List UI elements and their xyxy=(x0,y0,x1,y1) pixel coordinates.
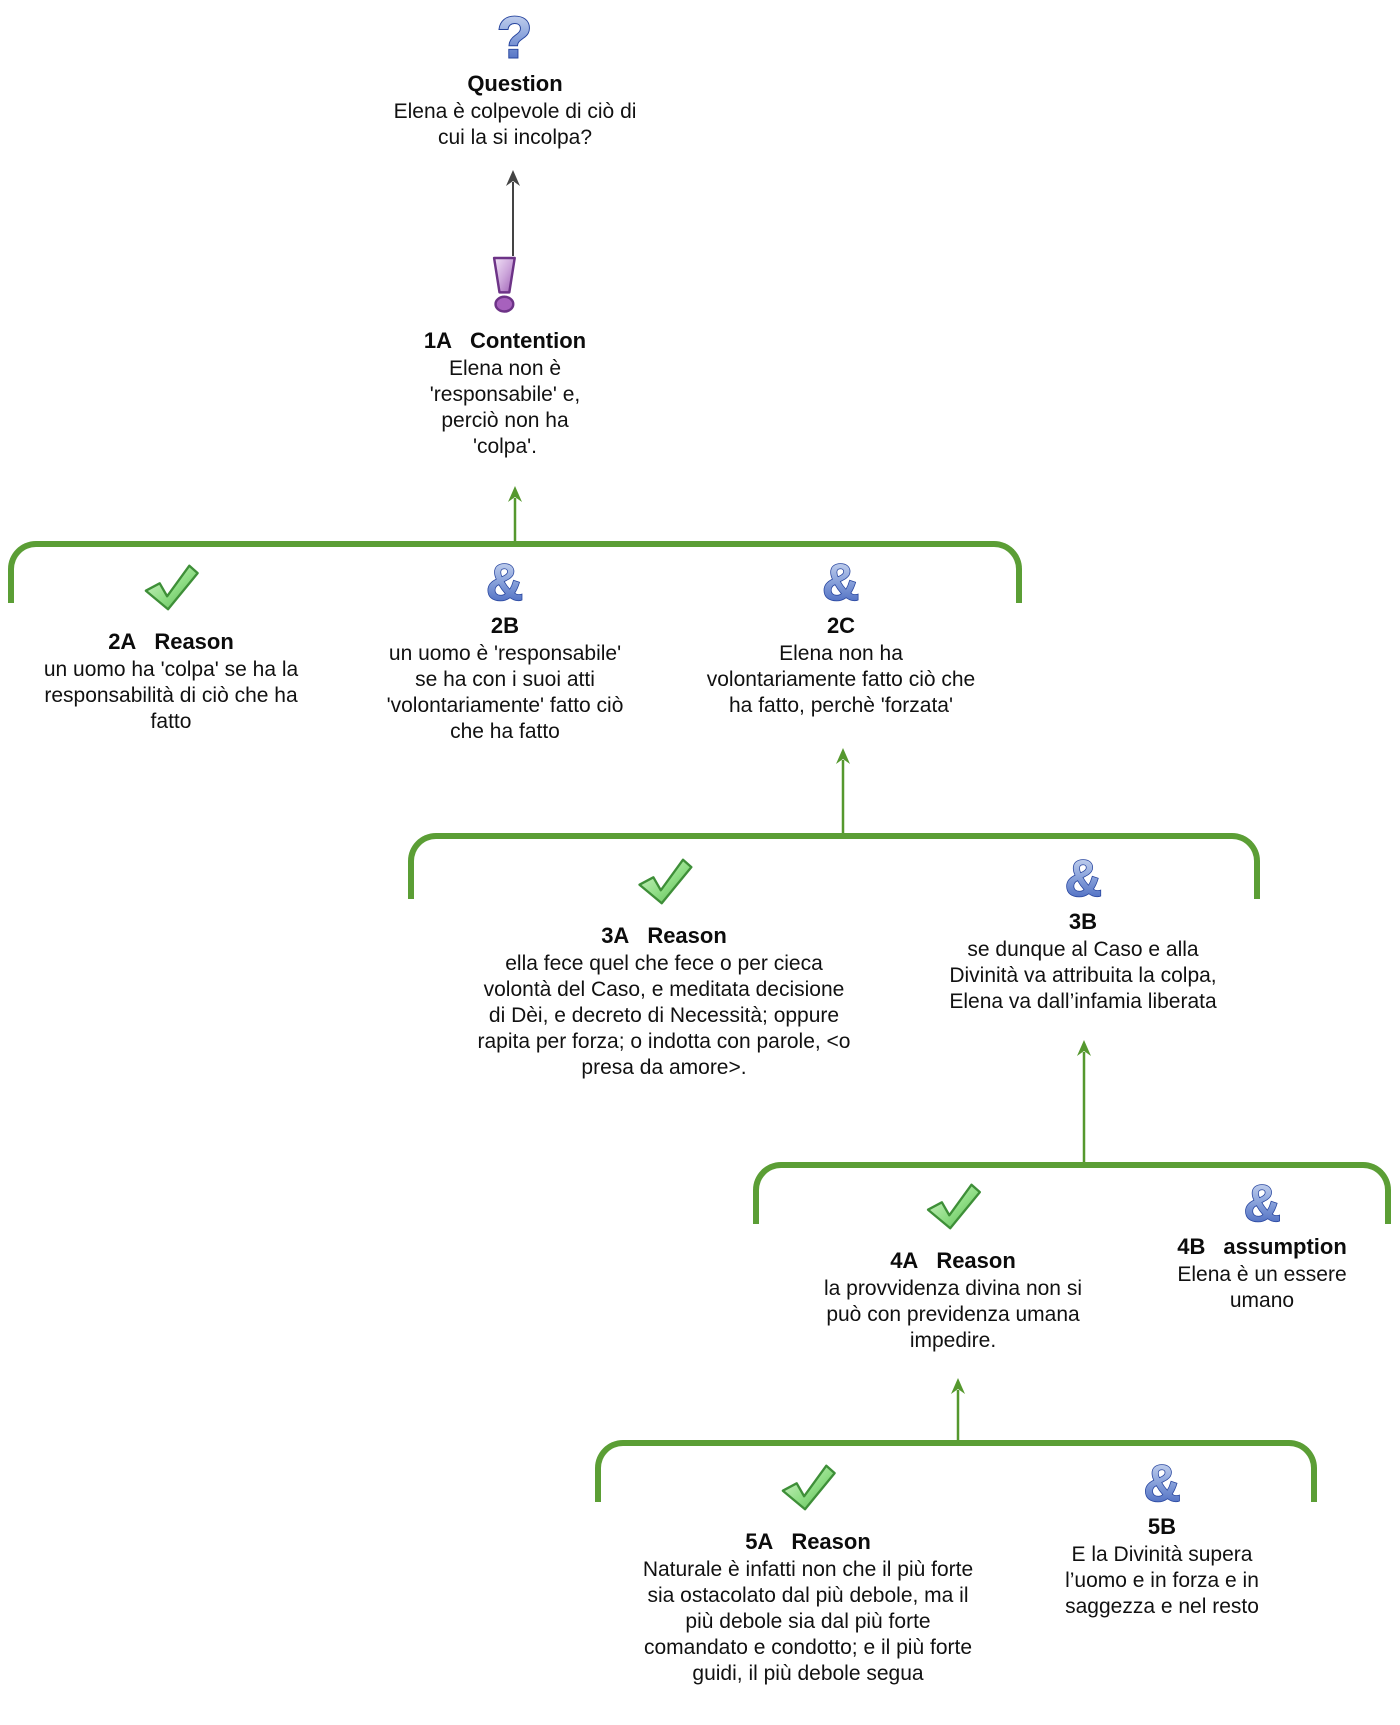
node-heading: 3B xyxy=(1069,908,1097,935)
exclamation-icon xyxy=(482,256,528,313)
node-text: Naturale è infatti non che il più forte … xyxy=(642,1558,974,1685)
arrow-tier3-to-2c xyxy=(836,748,850,833)
node-heading: 2A Reason xyxy=(108,628,234,655)
check-icon xyxy=(139,562,203,612)
node-heading: 4B assumption xyxy=(1177,1233,1347,1260)
node-heading: 3A Reason xyxy=(601,922,727,949)
node-text: un uomo ha 'colpa' se ha la responsabili… xyxy=(43,658,299,733)
node-type-label: Contention xyxy=(470,328,587,353)
node-reason-3a[interactable]: 3A Reason ella fece quel che fece o per c… xyxy=(478,856,851,1081)
ampersand-icon: & xyxy=(818,552,864,612)
node-text: la provvidenza divina non si può con pre… xyxy=(824,1277,1082,1352)
node-premise-3b[interactable]: & 3B se dunque al Caso e alla Divinità v… xyxy=(949,848,1217,1015)
svg-text:&: & xyxy=(1243,1183,1280,1225)
grouping-bracket-tier2 xyxy=(8,541,1022,603)
svg-text:&: & xyxy=(822,562,859,604)
arrow-tier4-to-3b xyxy=(1077,1040,1091,1162)
ampersand-icon: & xyxy=(482,552,528,612)
node-heading: 2B xyxy=(491,612,519,639)
node-id: 1A xyxy=(423,328,453,353)
node-type-label: assumption xyxy=(1223,1234,1347,1259)
node-premise-2c[interactable]: & 2C Elena non ha volontariamente fatto … xyxy=(706,552,976,719)
ampersand-icon: & xyxy=(1139,1453,1185,1513)
node-heading: 5B xyxy=(1148,1513,1176,1540)
check-icon xyxy=(632,856,696,906)
node-text: Elena è colpevole di ciò di cui la si in… xyxy=(393,100,637,149)
svg-text:&: & xyxy=(1064,858,1101,900)
node-text: Elena non è 'responsabile' e, perciò non… xyxy=(429,357,581,458)
grouping-bracket-tier5 xyxy=(595,1440,1317,1502)
node-id: 2C xyxy=(826,613,856,638)
node-id: 5A xyxy=(745,1529,774,1554)
node-heading: 2C xyxy=(827,612,855,639)
node-text: Elena non ha volontariamente fatto ciò c… xyxy=(706,642,976,717)
arrow-tier5-to-4a xyxy=(951,1378,965,1440)
node-heading: 4A Reason xyxy=(890,1247,1016,1274)
node-id: 4B xyxy=(1177,1234,1206,1259)
node-text: se dunque al Caso e alla Divinità va att… xyxy=(949,938,1217,1013)
node-id: 3B xyxy=(1068,909,1098,934)
node-id: 2B xyxy=(490,613,520,638)
node-premise-4b[interactable]: & 4B assumption Elena è un essere umano xyxy=(1177,1173,1347,1314)
node-id: 5B xyxy=(1147,1514,1177,1539)
check-icon xyxy=(921,1181,985,1231)
ampersand-icon: & xyxy=(1060,848,1106,908)
grouping-bracket-tier4 xyxy=(753,1162,1391,1224)
node-text: ella fece quel che fece o per cieca volo… xyxy=(477,952,851,1079)
ampersand-icon: & xyxy=(1239,1173,1285,1233)
node-premise-5b[interactable]: & 5B E la Divinità supera l’uomo e in fo… xyxy=(1065,1453,1259,1620)
node-text: E la Divinità supera l’uomo e in forza e… xyxy=(1065,1543,1259,1618)
node-contention-1a[interactable]: 1A Contention Elena non è 'responsabile' … xyxy=(424,256,586,460)
arrow-tier2-to-contention xyxy=(508,486,522,541)
arrow-contention-to-question xyxy=(506,170,520,256)
node-type-label: Question xyxy=(467,71,563,96)
node-id: 4A xyxy=(890,1248,919,1273)
check-icon xyxy=(776,1462,840,1512)
node-type-label: Reason xyxy=(791,1529,871,1554)
node-question[interactable]: ? Question Elena è colpevole di ciò di c… xyxy=(393,4,637,151)
node-text: un uomo è 'responsabile' se ha con i suo… xyxy=(386,642,624,743)
node-text: Elena è un essere umano xyxy=(1177,1263,1347,1312)
node-id: 3A xyxy=(601,923,630,948)
node-reason-2a[interactable]: 2A Reason un uomo ha 'colpa' se ha la res… xyxy=(44,562,298,735)
question-mark-icon: ? xyxy=(489,4,541,71)
node-heading: 5A Reason xyxy=(745,1528,871,1555)
svg-text:?: ? xyxy=(497,8,532,66)
svg-text:&: & xyxy=(1143,1463,1180,1505)
grouping-bracket-tier3 xyxy=(408,833,1260,899)
svg-text:&: & xyxy=(486,562,523,604)
node-premise-2b[interactable]: & 2B un uomo è 'responsabile' se ha con … xyxy=(386,552,624,745)
node-type-label: Reason xyxy=(154,629,234,654)
node-reason-4a[interactable]: 4A Reason la provvidenza divina non si pu… xyxy=(824,1181,1082,1354)
node-reason-5a[interactable]: 5A Reason Naturale è infatti non che il p… xyxy=(643,1462,973,1687)
node-heading: Question xyxy=(467,70,562,97)
node-type-label: Reason xyxy=(647,923,727,948)
node-id: 2A xyxy=(108,629,137,654)
node-heading: 1A Contention xyxy=(424,327,586,354)
node-type-label: Reason xyxy=(936,1248,1016,1273)
